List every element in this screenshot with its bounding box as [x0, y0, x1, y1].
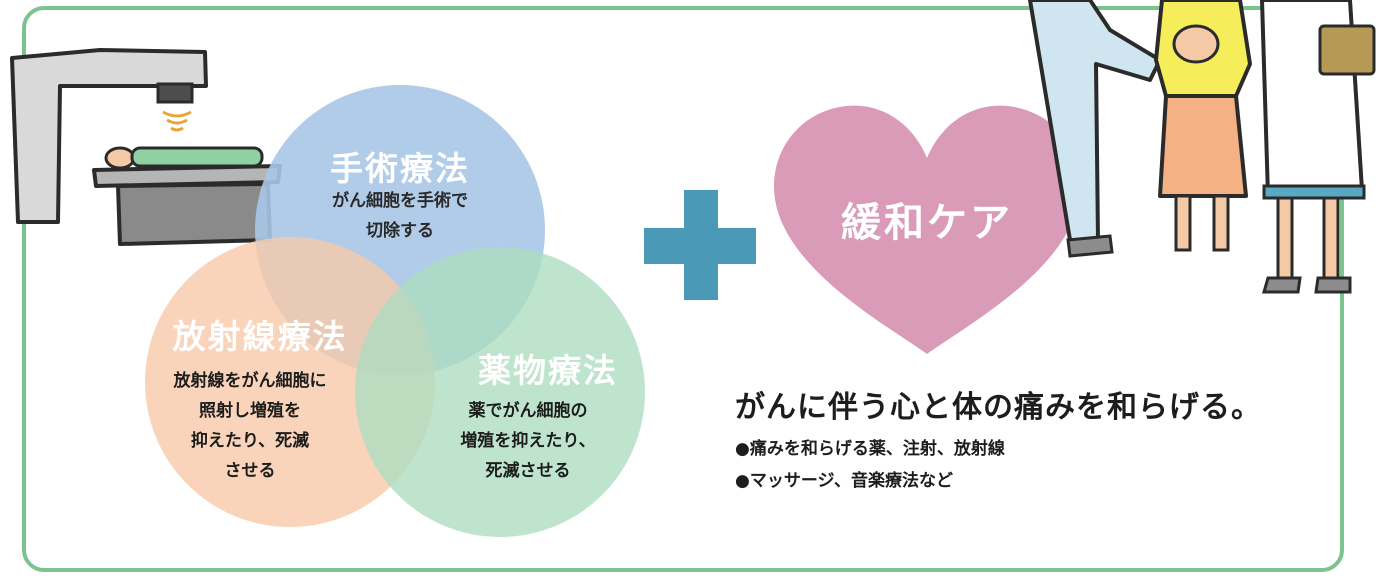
radiation-desc-line4: させる: [224, 461, 276, 481]
radiation-circle: [145, 237, 435, 527]
treatment-venn-diagram: [145, 85, 645, 537]
palliative-care-item: ●マッサージ、音楽療法など: [735, 471, 953, 491]
radiation-desc-line2: 照射し増殖を: [199, 401, 301, 421]
plus-icon-vertical: [684, 190, 718, 300]
radiation-desc-line3: 抑えたり、死滅: [190, 431, 310, 451]
surgery-desc-line1: がん細胞を手術で: [332, 191, 468, 211]
drug-desc-line3: 死滅させる: [485, 461, 571, 481]
surgery-desc-line2: 切除する: [366, 221, 434, 241]
care-people-illustration: [1028, 0, 1376, 294]
drug-circle: [355, 247, 645, 537]
radiation-title: 放射線療法: [172, 317, 348, 356]
heart-icon: [773, 105, 1081, 354]
palliative-care-title: 緩和ケア: [841, 200, 1013, 246]
palliative-care-item: ●痛みを和らげる薬、注射、放射線: [735, 439, 1005, 459]
drug-desc-line1: 薬でがん細胞の: [468, 401, 588, 421]
radiotherapy-machine-icon: [10, 48, 282, 246]
surgery-title: 手術療法: [330, 149, 470, 188]
radiation-desc-line1: 放射線をがん細胞に: [173, 371, 327, 391]
drug-desc-line2: 増殖を抑えたり、: [460, 431, 596, 451]
drug-title: 薬物療法: [478, 351, 618, 390]
palliative-care-tagline: がんに伴う心と体の痛みを和らげる。: [735, 390, 1262, 425]
